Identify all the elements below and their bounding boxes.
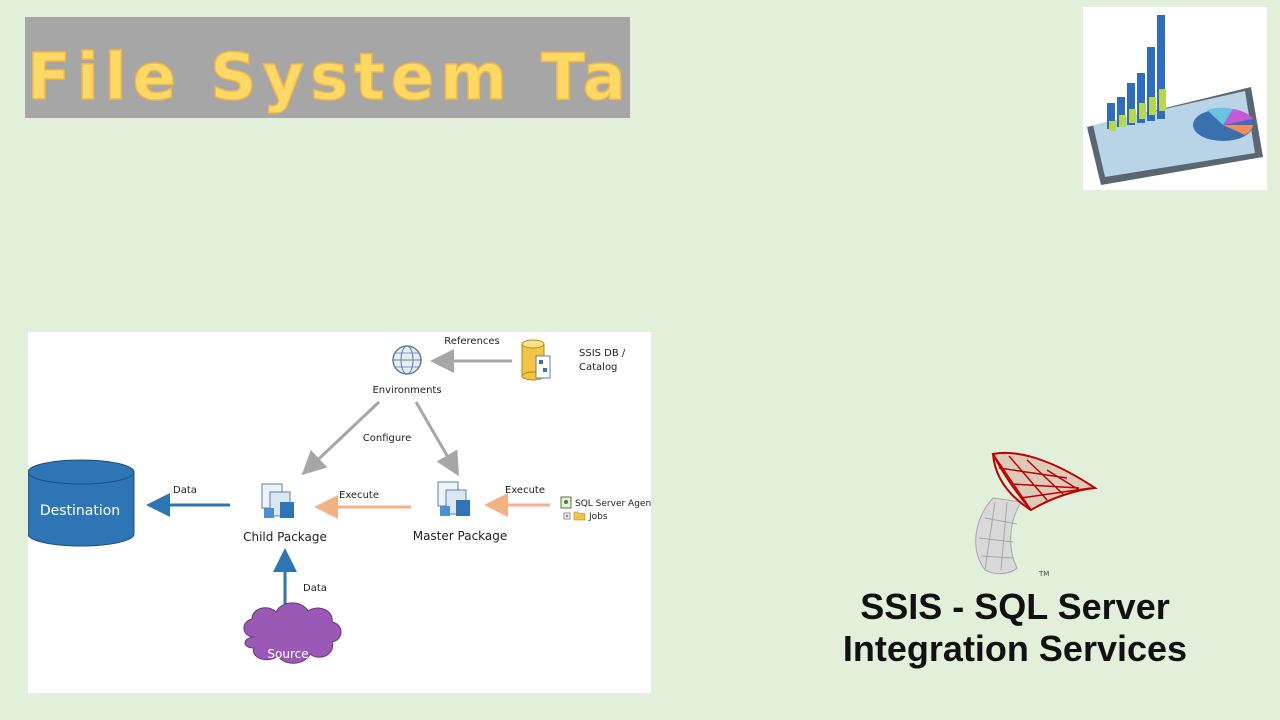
package-icon [437,481,470,516]
data-label-left: Data [173,485,197,496]
title-banner: File System Task [25,17,630,118]
database-icon [521,339,551,381]
agent-icon [560,496,572,509]
agent-label: SQL Server Agent [575,499,651,509]
configure-arrow-right [414,401,460,477]
execute-label-left: Execute [339,490,379,501]
bar-chart-image [1083,7,1267,190]
package-icon [261,483,294,518]
ssis-logo: TM [955,438,1105,580]
trademark-mark: TM [1038,570,1049,578]
destination-label: Destination [40,503,120,519]
source-label: Source [267,647,308,661]
source-cloud [243,602,342,664]
ssis-caption: SSIS - SQL Server Integration Services [815,586,1215,670]
catalog-label-line1: SSIS DB / [579,348,626,359]
destination-cylinder [27,459,135,547]
jobs-label: Jobs [588,512,608,522]
package-flow-diagram: Environments SSIS DB / Catalog Reference… [27,332,655,693]
configure-label: Configure [363,433,411,444]
page-title: File System Task [27,41,630,115]
references-label: References [444,336,500,347]
catalog-label-line2: Catalog [579,362,617,373]
execute-label-right: Execute [505,485,545,496]
globe-icon [392,345,422,375]
master-package-label: Master Package [413,529,508,543]
caption-line1: SSIS - SQL Server [860,586,1170,627]
data-label-bottom: Data [303,583,327,594]
caption-line2: Integration Services [842,628,1188,669]
folder-icon [573,511,586,521]
environments-label: Environments [372,385,441,396]
configure-arrow-left [301,400,381,476]
child-package-label: Child Package [243,530,327,544]
